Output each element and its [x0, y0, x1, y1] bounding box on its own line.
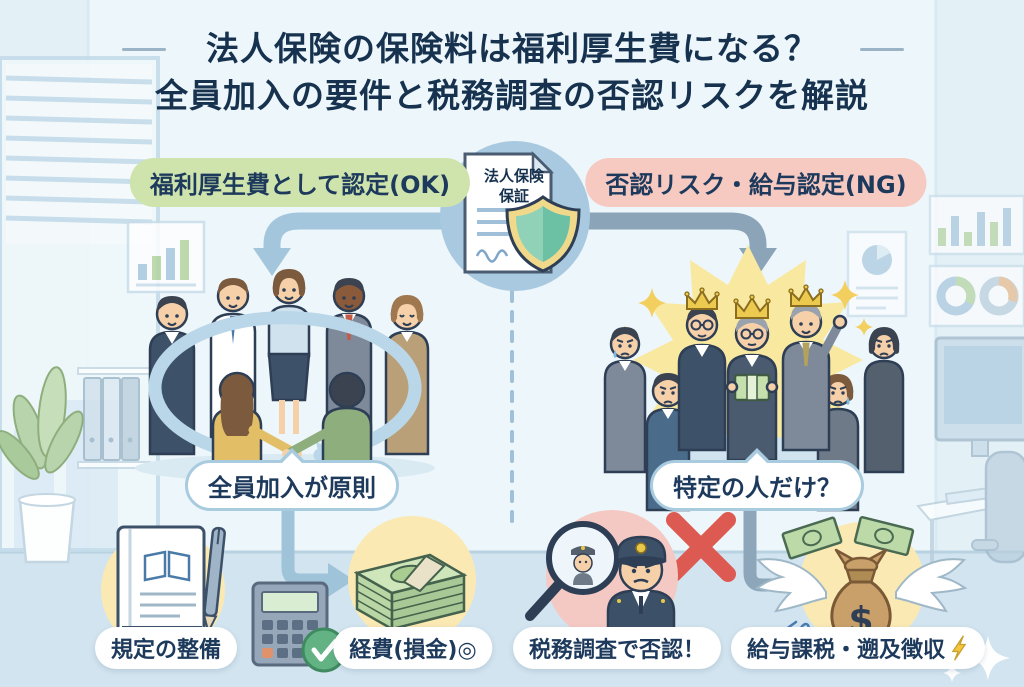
page-title: 法人保険の保険料は福利厚生費になる？ 全員加入の要件と税務調査の否認リスクを解説 — [0, 26, 1024, 120]
calculator-illustration — [251, 581, 347, 673]
policy-document-emblem — [440, 141, 590, 291]
money-stack-illustration — [348, 516, 476, 644]
caption-salary-tax: 給与課税・遡及徴収 — [730, 627, 986, 669]
plant — [0, 366, 84, 564]
pen-icon — [202, 526, 226, 635]
flying-banknote-icon — [781, 516, 843, 560]
document-label-line-2: 保証 — [498, 187, 529, 206]
speech-bubble-all-members: 全員加入が原則 — [185, 460, 399, 511]
title-line-2: 全員加入の要件と税務調査の否認リスクを解説 — [155, 75, 869, 115]
lightning-icon — [951, 635, 967, 661]
crown-icon — [684, 287, 720, 310]
wall-chart-left — [126, 220, 206, 294]
winged-money-illustration: $ — [754, 516, 968, 648]
document-label-line-1: 法人保険 — [483, 167, 544, 185]
sparkle-icon — [943, 636, 1010, 682]
title-flourish-right — [860, 48, 904, 51]
title-line-1: 法人保険の保険料は福利厚生費になる？ — [206, 29, 818, 68]
title-flourish-left — [122, 48, 166, 51]
ok-flow-arrow — [281, 505, 354, 597]
flying-banknote-icon — [853, 516, 915, 556]
ng-label-pill: 否認リスク・給与認定(NG) — [585, 158, 927, 207]
wall-charts-right — [846, 194, 1024, 328]
shield-icon — [505, 195, 581, 273]
shelf-binders — [77, 367, 151, 469]
speech-bubble-specific-people: 特定の人だけ？ — [650, 460, 864, 511]
cross-icon — [666, 512, 736, 582]
crown-icon — [788, 284, 824, 307]
caption-audit-denied: 税務調査で否認！ — [512, 627, 722, 669]
window — [0, 56, 160, 552]
document-label: 法人保険 保証 — [468, 166, 560, 207]
caption-salary-tax-label: 給与課税・遡及徴収 — [746, 638, 946, 663]
caption-expense: 経費(損金)◎ — [333, 627, 493, 669]
rulebook-icon — [116, 525, 206, 641]
gift-icon — [725, 373, 779, 402]
desk-illustration — [916, 336, 1024, 566]
ok-label-pill: 福利厚生費として認定(OK) — [129, 158, 471, 207]
rulebook-illustration — [101, 525, 226, 652]
wing-icon — [754, 558, 968, 613]
magnifier-icon — [525, 521, 620, 621]
caption-rules: 規定の整備 — [94, 627, 238, 669]
executives-illustration — [603, 245, 905, 512]
money-stack-icon — [353, 553, 468, 632]
crown-icon — [733, 294, 771, 319]
ok-branch-arrow — [253, 212, 450, 276]
